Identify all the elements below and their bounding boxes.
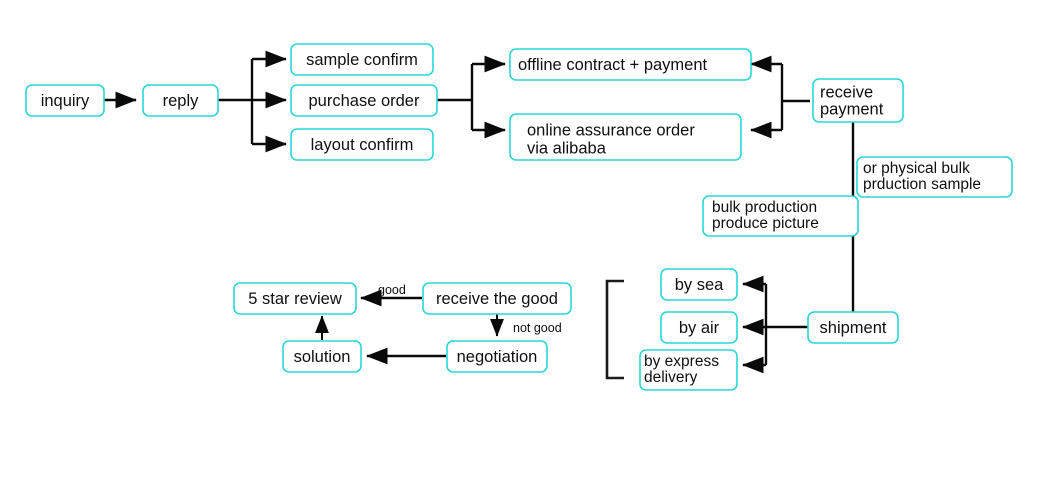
node-bulk-production-label-line2: produce picture: [712, 215, 819, 232]
node-reply-label: reply: [163, 92, 200, 110]
node-layout-confirm-box: [290, 128, 434, 161]
node-shipment-box: [807, 311, 899, 344]
node-solution-box: [282, 340, 362, 373]
node-negotiation-label: negotiation: [457, 348, 538, 366]
node-solution-label: solution: [294, 348, 351, 366]
node-negotiation[interactable]: negotiation: [446, 340, 548, 373]
node-by-express-delivery-box: [639, 349, 738, 391]
node-receive-the-good[interactable]: receive the good: [422, 282, 572, 315]
node-negotiation-box: [446, 340, 548, 373]
node-sample-confirm-label: sample confirm: [306, 51, 418, 69]
node-purchase-order[interactable]: purchase order: [290, 84, 438, 117]
node-bulk-production-label-line1: bulk production: [712, 199, 817, 216]
edge-label-not-good: not good: [513, 321, 562, 335]
node-bulk-production[interactable]: bulk production produce picture: [702, 195, 859, 237]
node-receive-payment-label-line1: receive: [820, 83, 873, 101]
node-reply-box: [142, 84, 219, 117]
node-layout-confirm-label: layout confirm: [311, 136, 414, 154]
node-layout-confirm[interactable]: layout confirm: [290, 128, 434, 161]
node-inquiry-box: [25, 84, 105, 117]
node-shipment[interactable]: shipment: [807, 311, 899, 344]
node-by-air-box: [660, 311, 738, 344]
node-online-assurance-label-line1: online assurance order: [527, 121, 695, 139]
node-receive-payment-box: [812, 78, 904, 123]
node-inquiry-label: inquiry: [41, 92, 90, 110]
node-by-air-label: by air: [679, 319, 720, 337]
node-physical-bulk-sample[interactable]: or physical bulk prduction sample: [856, 156, 1013, 198]
node-by-sea-label: by sea: [675, 276, 724, 294]
node-inquiry[interactable]: inquiry: [25, 84, 105, 117]
node-by-express-delivery[interactable]: by express delivery: [639, 349, 738, 391]
node-offline-contract[interactable]: offline contract + payment: [509, 48, 752, 81]
node-by-express-delivery-label-line2: delivery: [644, 369, 698, 386]
node-shipment-label: shipment: [820, 319, 887, 337]
node-offline-contract-box: [509, 48, 752, 81]
node-solution[interactable]: solution: [282, 340, 362, 373]
node-physical-bulk-sample-box: [856, 156, 1013, 198]
node-receive-the-good-box: [422, 282, 572, 315]
node-receive-payment[interactable]: receive payment: [812, 78, 904, 123]
node-bulk-production-box: [702, 195, 859, 237]
node-by-sea[interactable]: by sea: [660, 268, 738, 301]
node-physical-bulk-sample-label-line1: or physical bulk: [863, 160, 970, 177]
node-five-star-review[interactable]: 5 star review: [233, 282, 357, 315]
node-physical-bulk-sample-label-line2: prduction sample: [863, 176, 981, 193]
node-receive-the-good-label: receive the good: [436, 290, 558, 308]
node-reply[interactable]: reply: [142, 84, 219, 117]
node-by-air[interactable]: by air: [660, 311, 738, 344]
node-receive-payment-label-line2: payment: [820, 100, 884, 118]
node-purchase-order-label: purchase order: [309, 92, 420, 110]
node-purchase-order-box: [290, 84, 438, 117]
edge-label-good: good: [378, 283, 406, 297]
shipping-methods-bracket: [605, 279, 624, 380]
node-online-assurance[interactable]: online assurance order via alibaba: [509, 113, 742, 161]
node-sample-confirm[interactable]: sample confirm: [290, 43, 434, 76]
node-five-star-review-box: [233, 282, 357, 315]
node-offline-contract-label: offline contract + payment: [518, 56, 708, 74]
node-by-sea-box: [660, 268, 738, 301]
node-online-assurance-box: [509, 113, 742, 161]
node-sample-confirm-box: [290, 43, 434, 76]
node-by-express-delivery-label-line1: by express: [644, 353, 719, 370]
node-online-assurance-label-line2: via alibaba: [527, 139, 607, 157]
node-five-star-review-label: 5 star review: [248, 290, 342, 308]
